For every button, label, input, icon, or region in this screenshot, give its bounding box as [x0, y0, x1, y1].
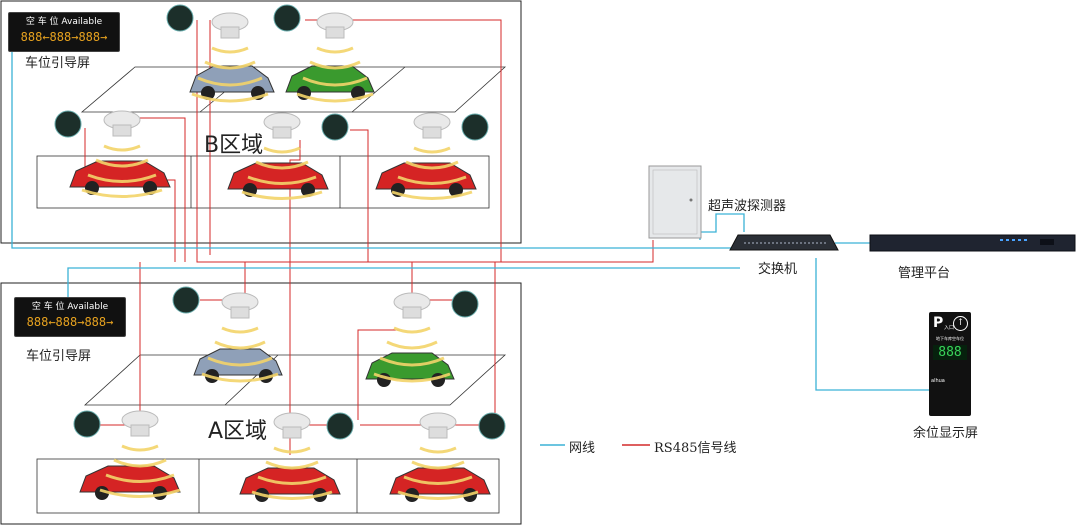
platform-label: 管理平台 [898, 266, 951, 281]
zone-a-row [36, 458, 500, 514]
remain-subtitle: 地下车库空车位 [936, 336, 964, 341]
entrance-text: 入口 [944, 325, 955, 331]
guide-screen-a: 空 车 位 Available 888←888→888→ [14, 297, 126, 337]
guide-screen-b: 空 车 位 Available 888←888→888→ [8, 12, 120, 52]
ultrasonic-waves [81, 46, 479, 500]
management-server [869, 234, 1076, 252]
network-lines [11, 50, 929, 391]
zone-a-frame [0, 282, 522, 525]
ultrasonic-sensors [103, 12, 457, 439]
indicator-lights [54, 4, 506, 440]
detector-label: 超声波探测器 [708, 199, 787, 214]
parking-p-icon: P [933, 315, 944, 331]
remaining-space-display: P 入口 ↑ 地下车库空车位 888 alhua [929, 312, 971, 416]
zone-a-label: A区域 [208, 419, 268, 444]
zone-b-frame [0, 0, 522, 244]
zone-b-floor [80, 66, 507, 113]
legend-rs485-label: RS485信号线 [654, 441, 737, 456]
arrow-up-icon: ↑ [953, 316, 968, 331]
detector-controller [648, 165, 702, 239]
remain-screen-label: 余位显示屏 [913, 426, 979, 441]
guide-screen-title: 空 车 位 Available [25, 17, 103, 27]
switch-label: 交换机 [758, 262, 798, 277]
zone-b-row [36, 155, 490, 209]
guide-screen-digits: 888←888→888→ [20, 30, 108, 44]
guide-screen-b-caption: 车位引导屏 [25, 56, 91, 71]
legend-network-label: 网线 [569, 441, 596, 456]
guide-screen-title: 空 车 位 Available [31, 302, 109, 312]
brand-logo: alhua [931, 378, 945, 384]
remain-count: 888 [933, 345, 967, 360]
guide-screen-a-caption: 车位引导屏 [26, 349, 92, 364]
zone-a-floor [83, 354, 507, 406]
guide-screen-digits: 888←888→888→ [26, 315, 114, 329]
network-switch [729, 234, 839, 251]
zone-b-label: B区域 [204, 133, 264, 158]
